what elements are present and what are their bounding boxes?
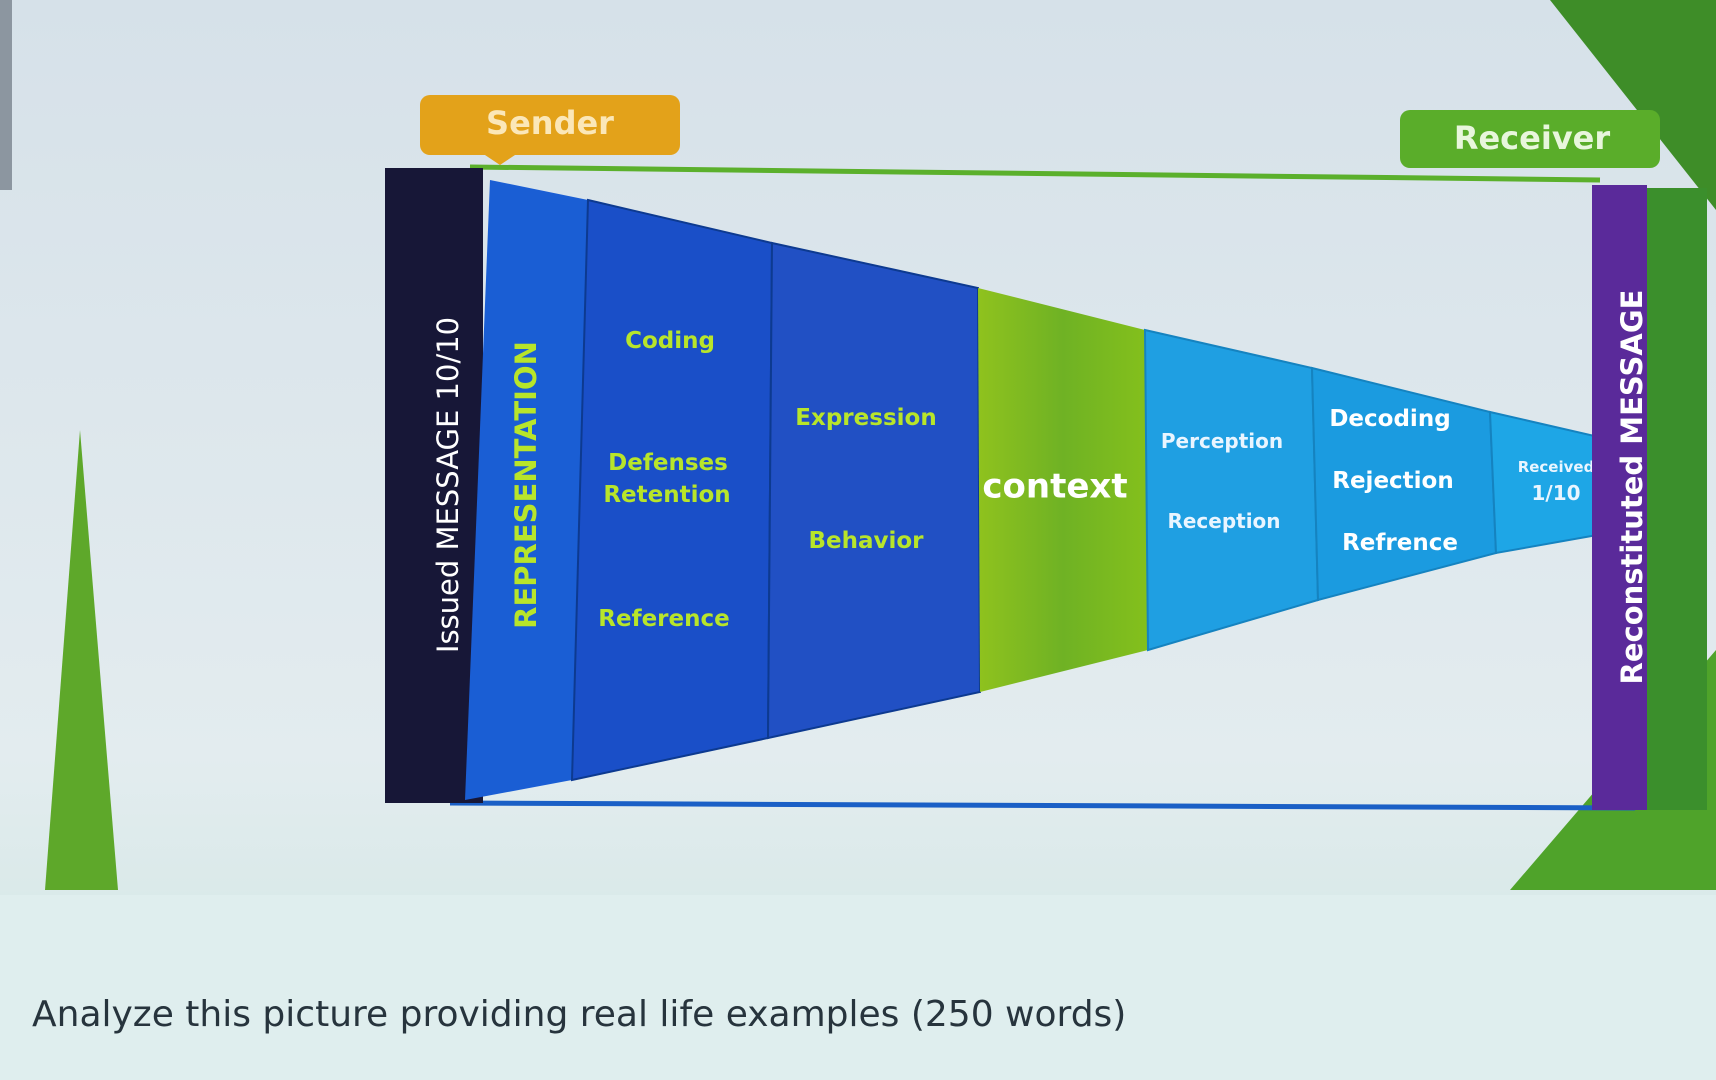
reconstituted-message-label: Reconstituted MESSAGE xyxy=(1615,290,1649,685)
top-outline xyxy=(469,164,1601,183)
left-edge-shadow xyxy=(0,0,12,190)
expression-segment xyxy=(766,241,982,740)
rejection-label: Rejection xyxy=(1332,468,1453,494)
retention-label: Retention xyxy=(603,482,730,508)
caption-area xyxy=(0,895,1716,1080)
bottom-outline xyxy=(449,800,1636,811)
left-green-decoration xyxy=(45,430,118,890)
representation-label: REPRESENTATION xyxy=(509,341,543,629)
perception-segment xyxy=(1143,328,1320,652)
perception-label: Perception xyxy=(1161,429,1283,453)
issued-message-bar xyxy=(385,168,483,803)
refrence-label: Refrence xyxy=(1342,530,1458,556)
expression-label: Expression xyxy=(795,405,936,431)
receiver-tag xyxy=(1400,110,1660,168)
reconstituted-bar-shadow xyxy=(1647,188,1707,810)
behavior-label: Behavior xyxy=(808,528,924,554)
representation-segment xyxy=(465,180,588,800)
question-caption: Analyze this picture providing real life… xyxy=(32,994,1127,1035)
reception-label: Reception xyxy=(1167,509,1280,533)
reference-label: Reference xyxy=(598,606,729,632)
decoding-label: Decoding xyxy=(1329,406,1450,432)
context-segment xyxy=(978,288,1148,692)
sender-tag xyxy=(420,95,680,155)
received-fraction: 1/10 xyxy=(1531,481,1580,505)
received-label: Received xyxy=(1518,458,1595,476)
receiver-label: Receiver xyxy=(1454,119,1611,157)
sender-tag-pointer xyxy=(485,155,515,165)
defenses-label: Defenses xyxy=(608,450,728,476)
issued-message-label: Issued MESSAGE 10/10 xyxy=(431,317,465,653)
sender-label: Sender xyxy=(486,104,614,142)
top-right-green-decoration xyxy=(1550,0,1716,210)
coding-label: Coding xyxy=(625,328,715,354)
context-label: context xyxy=(982,467,1127,507)
reconstituted-message-bar xyxy=(1592,185,1647,810)
